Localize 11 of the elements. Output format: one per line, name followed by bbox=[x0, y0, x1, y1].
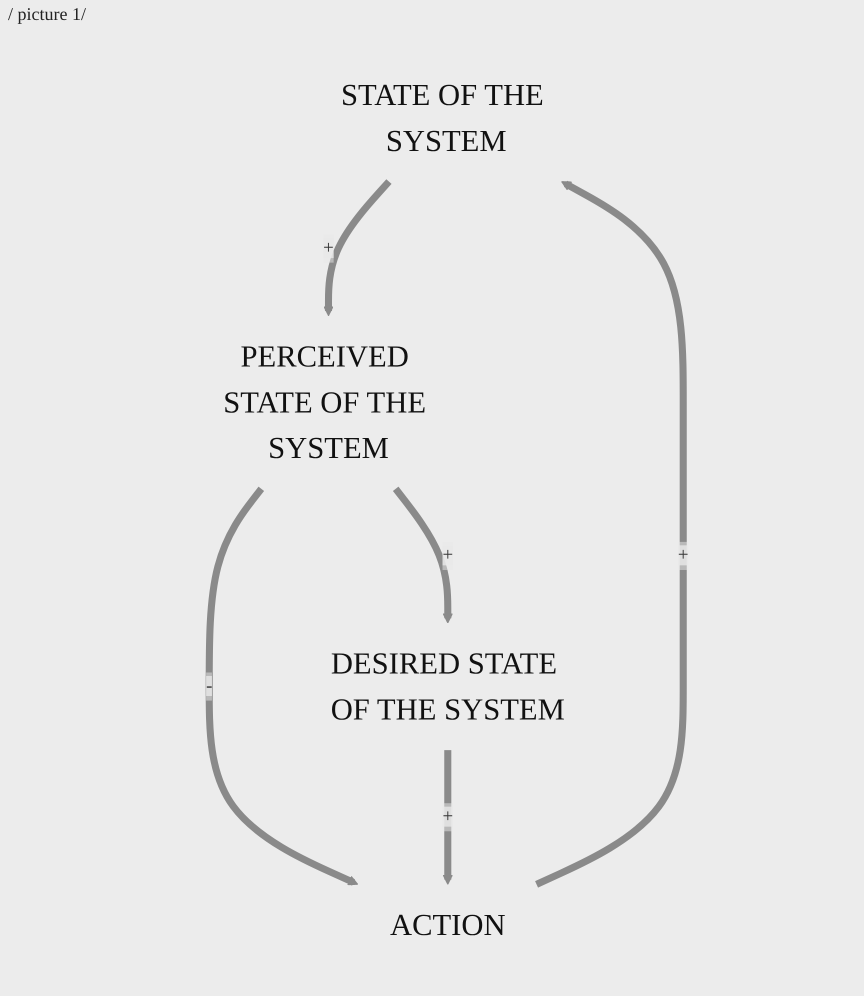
node-text: PERCEIVED STATE OF THE SYSTEM bbox=[223, 339, 426, 466]
arrow bbox=[535, 180, 687, 888]
edge-label: - bbox=[206, 676, 212, 696]
node-text: ACTION bbox=[390, 908, 506, 942]
edge-label: + bbox=[323, 238, 334, 258]
node-text: DESIRED STATE OF THE SYSTEM bbox=[330, 646, 565, 727]
picture-label: / picture 1/ bbox=[8, 4, 86, 25]
edge-label: + bbox=[442, 806, 454, 827]
node-text: STATE OF THE SYSTEM bbox=[341, 78, 544, 158]
edge-label: + bbox=[442, 545, 454, 566]
edge-label: + bbox=[678, 545, 689, 566]
